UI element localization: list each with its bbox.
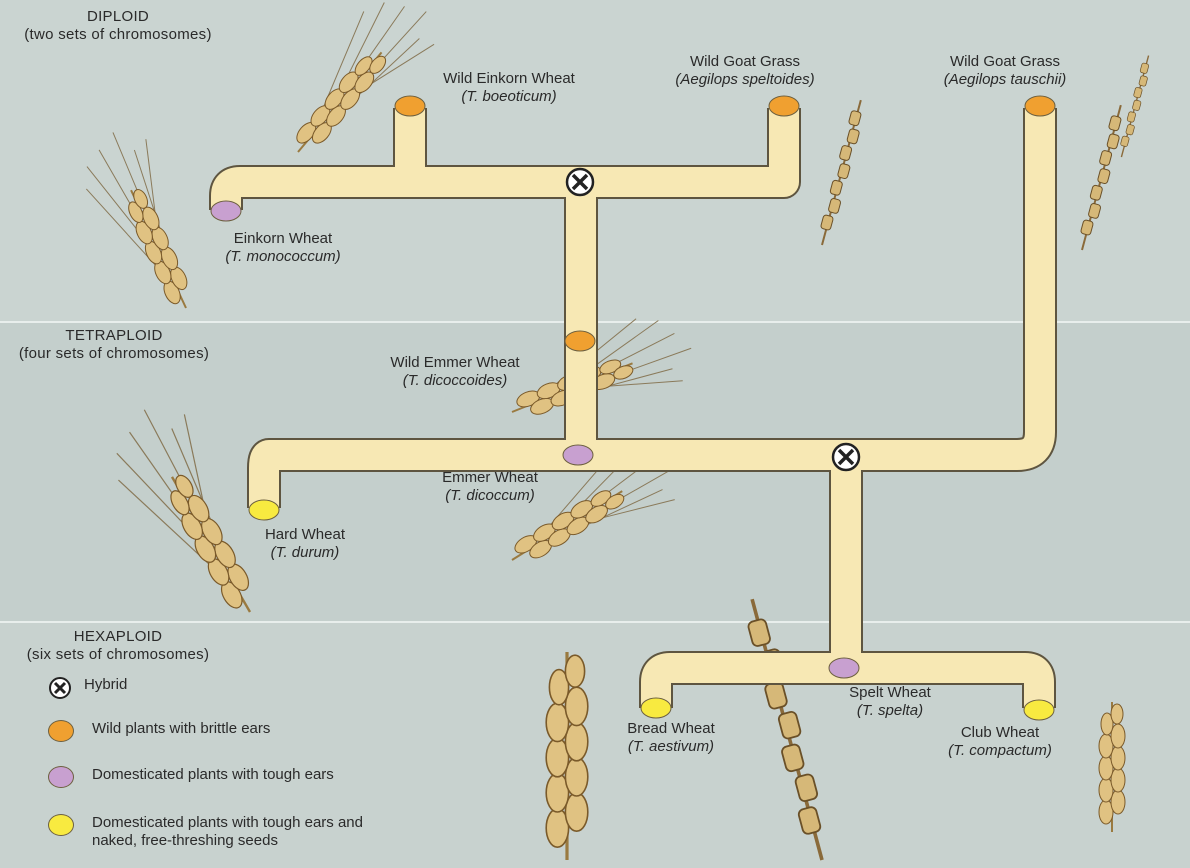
node-spelt bbox=[829, 658, 859, 678]
naked-swatch bbox=[48, 814, 74, 836]
section-title: DIPLOID bbox=[87, 8, 149, 25]
label-bread: Bread Wheat (T. aestivum) bbox=[596, 720, 746, 756]
species-name: Hard Wheat bbox=[265, 526, 345, 543]
legend-line: Domesticated plants with tough ears and bbox=[92, 814, 363, 831]
domesticated-swatch bbox=[48, 766, 74, 788]
species-latin: (T. dicoccoides) bbox=[345, 372, 565, 390]
label-goat-grass-speltoides: Wild Goat Grass (Aegilops speltoides) bbox=[630, 53, 860, 89]
wheat-illustration-goat-grass-speltoides bbox=[816, 99, 867, 247]
node-einkorn bbox=[211, 201, 241, 221]
hybrid-icon-tetraploid bbox=[833, 444, 859, 470]
species-name: Club Wheat bbox=[961, 724, 1039, 741]
label-goat-grass-tauschii: Wild Goat Grass (Aegilops tauschii) bbox=[905, 53, 1105, 89]
section-tetraploid: TETRAPLOID (four sets of chromosomes) bbox=[14, 327, 214, 363]
legend-hybrid: Hybrid bbox=[48, 676, 127, 700]
section-title: TETRAPLOID bbox=[65, 327, 162, 344]
pipe-outline bbox=[226, 108, 1040, 708]
legend-label: Hybrid bbox=[84, 676, 127, 694]
legend-wild: Wild plants with brittle ears bbox=[48, 720, 270, 742]
label-hard: Hard Wheat (T. durum) bbox=[230, 526, 380, 562]
species-name: Wild Einkorn Wheat bbox=[443, 70, 575, 87]
species-latin: (T. spelta) bbox=[800, 702, 980, 720]
legend-line: naked, free-threshing seeds bbox=[92, 832, 278, 849]
wheat-illustration-club bbox=[1099, 702, 1125, 832]
legend-naked: Domesticated plants with tough ears and … bbox=[48, 814, 363, 850]
species-latin: (T. compactum) bbox=[920, 742, 1080, 760]
label-emmer: Emmer Wheat (T. dicoccum) bbox=[390, 469, 590, 505]
legend-domesticated: Domesticated plants with tough ears bbox=[48, 766, 334, 788]
wild-swatch bbox=[48, 720, 74, 742]
section-hexaploid: HEXAPLOID (six sets of chromosomes) bbox=[18, 628, 218, 664]
section-diploid: DIPLOID (two sets of chromosomes) bbox=[18, 8, 218, 44]
node-wild-emmer bbox=[565, 331, 595, 351]
species-latin: (T. dicoccum) bbox=[390, 487, 590, 505]
node-goat-grass-speltoides bbox=[769, 96, 799, 116]
legend-label: Domesticated plants with tough ears and … bbox=[92, 814, 363, 850]
species-latin: (T. durum) bbox=[230, 544, 380, 562]
section-title: HEXAPLOID bbox=[74, 628, 163, 645]
species-name: Einkorn Wheat bbox=[234, 230, 332, 247]
wheat-illustration-spelt bbox=[742, 596, 834, 863]
species-latin: (Aegilops speltoides) bbox=[630, 71, 860, 89]
node-bread bbox=[641, 698, 671, 718]
label-einkorn: Einkorn Wheat (T. monococcum) bbox=[178, 230, 388, 266]
label-wild-einkorn: Wild Einkorn Wheat (T. boeoticum) bbox=[394, 70, 624, 106]
node-emmer bbox=[563, 445, 593, 465]
species-latin: (Aegilops tauschii) bbox=[905, 71, 1105, 89]
species-name: Emmer Wheat bbox=[442, 469, 538, 486]
node-hard bbox=[249, 500, 279, 520]
section-subtitle: (four sets of chromosomes) bbox=[19, 345, 209, 362]
species-latin: (T. aestivum) bbox=[596, 738, 746, 756]
species-name: Spelt Wheat bbox=[849, 684, 931, 701]
section-subtitle: (six sets of chromosomes) bbox=[27, 646, 210, 663]
hybrid-icon bbox=[48, 676, 72, 700]
hybrid-icon-diploid bbox=[567, 169, 593, 195]
species-name: Wild Goat Grass bbox=[950, 53, 1060, 70]
species-name: Wild Emmer Wheat bbox=[390, 354, 519, 371]
legend-label: Wild plants with brittle ears bbox=[92, 720, 270, 738]
label-club: Club Wheat (T. compactum) bbox=[920, 724, 1080, 760]
legend-label: Domesticated plants with tough ears bbox=[92, 766, 334, 784]
label-spelt: Spelt Wheat (T. spelta) bbox=[800, 684, 980, 720]
label-wild-emmer: Wild Emmer Wheat (T. dicoccoides) bbox=[345, 354, 565, 390]
species-name: Wild Goat Grass bbox=[690, 53, 800, 70]
section-subtitle: (two sets of chromosomes) bbox=[24, 26, 212, 43]
node-goat-grass-tauschii bbox=[1025, 96, 1055, 116]
wheat-illustration-einkorn bbox=[69, 121, 217, 325]
node-club bbox=[1024, 700, 1054, 720]
species-latin: (T. boeoticum) bbox=[394, 88, 624, 106]
species-latin: (T. monococcum) bbox=[178, 248, 388, 266]
species-name: Bread Wheat bbox=[627, 720, 715, 737]
wheat-illustration-bread bbox=[546, 652, 588, 860]
